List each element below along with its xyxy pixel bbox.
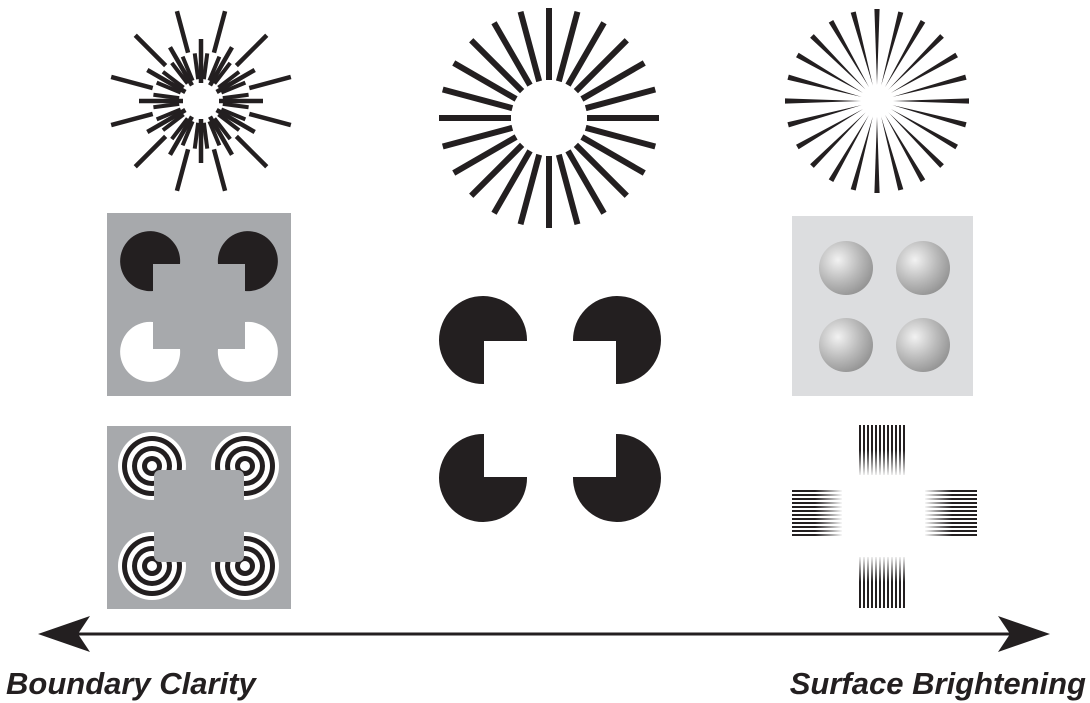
axis-label-left: Boundary Clarity — [6, 668, 256, 699]
occluding-square — [154, 470, 244, 562]
sunburst-tapered — [785, 9, 969, 193]
spoke — [471, 145, 522, 196]
spoke — [874, 117, 879, 193]
kanizsa-mixed-contrast — [107, 213, 291, 396]
illusory-bright-center — [843, 476, 923, 556]
spoke — [195, 123, 198, 149]
spoke — [177, 149, 188, 191]
line-end-cross — [792, 425, 977, 608]
spoke — [810, 34, 866, 90]
spoke — [111, 114, 153, 125]
spoke — [249, 77, 291, 88]
spoke — [111, 77, 153, 88]
spoke — [236, 35, 266, 65]
concentric-ring-square — [107, 426, 291, 609]
spoke — [195, 53, 198, 79]
spoke — [785, 98, 861, 103]
sunburst-thick — [439, 8, 659, 228]
spoke — [874, 9, 879, 85]
kanizsa-gradient — [792, 216, 973, 396]
spoke — [204, 53, 207, 79]
sunburst-interleaved — [111, 11, 291, 191]
axis-arrow — [38, 616, 1050, 652]
spoke — [177, 11, 188, 53]
spoke — [888, 34, 944, 90]
spoke — [214, 11, 225, 53]
spoke — [135, 35, 165, 65]
spoke — [576, 40, 627, 91]
spoke — [576, 145, 627, 196]
spoke — [888, 112, 944, 168]
spoke — [223, 95, 249, 98]
spoke — [135, 136, 165, 166]
spoke — [214, 149, 225, 191]
spoke — [236, 136, 266, 166]
spoke — [204, 123, 207, 149]
spoke — [810, 112, 866, 168]
spoke — [223, 104, 249, 107]
spoke — [249, 114, 291, 125]
axis-label-right: Surface Brightening — [790, 668, 1086, 699]
spoke — [893, 98, 969, 103]
spoke — [153, 104, 179, 107]
kanizsa-black — [439, 296, 661, 522]
spoke — [471, 40, 522, 91]
spoke — [153, 95, 179, 98]
